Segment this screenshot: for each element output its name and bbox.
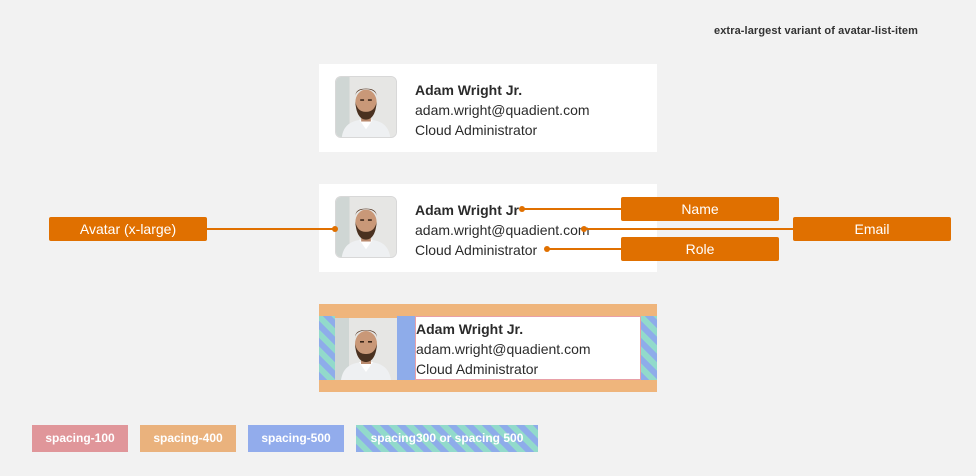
person-email: adam.wright@quadient.com [415, 222, 590, 238]
avatar-photo [336, 197, 396, 257]
person-name: Adam Wright Jr. [416, 321, 524, 337]
diagram-caption: extra-largest variant of avatar-list-ite… [714, 25, 919, 37]
person-name: Adam Wright Jr. [415, 82, 523, 98]
padding-right-indicator [641, 316, 657, 380]
avatar-list-item: Adam Wright Jr. adam.wright@quadient.com… [319, 64, 657, 152]
person-role: Cloud Administrator [415, 122, 538, 138]
legend-spacing-400: spacing-400 [140, 425, 236, 452]
annotation-role-dot [544, 246, 550, 252]
annotation-name-label: Name [621, 197, 779, 221]
annotation-avatar-dot [332, 226, 338, 232]
avatar-photo [336, 77, 396, 137]
person-name: Adam Wright Jr [415, 202, 519, 218]
annotation-name-dot [519, 206, 525, 212]
person-role: Cloud Administrator [415, 242, 538, 258]
avatar [335, 76, 397, 138]
legend-spacing-500: spacing-500 [248, 425, 344, 452]
person-email: adam.wright@quadient.com [415, 102, 590, 118]
spacing-diagram: Adam Wright Jr. adam.wright@quadient.com… [319, 304, 657, 392]
legend-spacing-300-or-500: spacing300 or spacing 500 [356, 425, 538, 452]
annotation-email-label: Email [793, 217, 951, 241]
avatar-text-gap-indicator [397, 316, 415, 380]
annotation-role-label: Role [621, 237, 779, 261]
annotation-role-line [547, 248, 621, 250]
avatar [335, 196, 397, 258]
person-email: adam.wright@quadient.com [416, 341, 591, 357]
annotation-avatar-line [207, 228, 335, 230]
legend-spacing-100: spacing-100 [32, 425, 128, 452]
text-block-outline: Adam Wright Jr. adam.wright@quadient.com… [415, 316, 641, 380]
annotation-name-line [522, 208, 621, 210]
person-role: Cloud Administrator [416, 361, 539, 377]
annotation-email-dot [581, 226, 587, 232]
avatar-photo [335, 318, 397, 380]
avatar [335, 318, 397, 380]
padding-left-indicator [319, 316, 335, 380]
annotation-avatar-label: Avatar (x-large) [49, 217, 207, 241]
annotation-email-line [584, 228, 793, 230]
